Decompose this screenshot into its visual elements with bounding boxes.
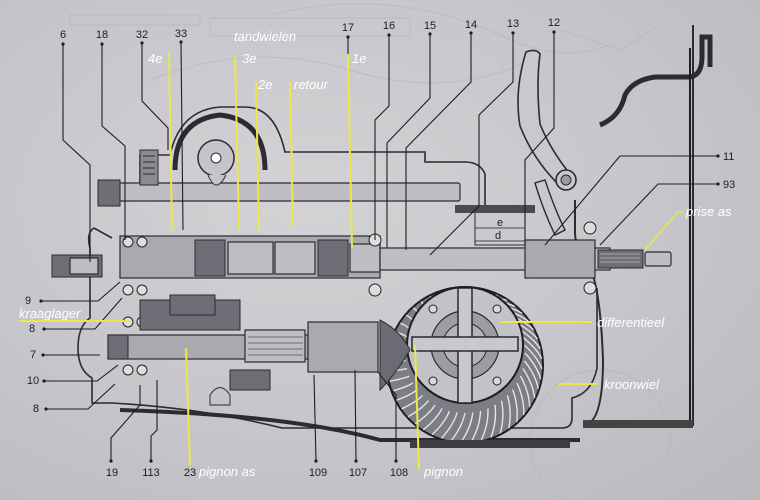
part-number-33: 33	[175, 28, 187, 40]
part-number-14: 14	[465, 19, 477, 31]
part-number-11: 11	[723, 151, 734, 163]
label-kroonwiel: kroonwiel	[604, 377, 660, 392]
part-number-7: 7	[30, 349, 36, 361]
label-gear-3: 3e	[242, 51, 256, 66]
label-gear-2: 2e	[257, 77, 272, 92]
crown-wheel-tooth	[407, 400, 430, 418]
part-number-32: 32	[136, 29, 148, 41]
clutch-fork-lever	[517, 49, 577, 236]
part-number-23: 23	[184, 467, 196, 479]
part-number-15: 15	[424, 20, 436, 32]
part-number-18: 18	[96, 29, 108, 41]
label-pignon-as: pignon as	[198, 464, 256, 479]
part-number-16: 16	[383, 20, 395, 32]
annotation-callouts: tandwielen 4e 3e 2e retour 1e prise as k…	[19, 29, 732, 479]
crown-wheel-tooth	[523, 360, 539, 389]
crown-wheel-tooth	[480, 408, 489, 441]
part-number-113: 113	[142, 467, 160, 479]
part-number-17: 17	[342, 22, 354, 34]
label-gear-reverse: retour	[294, 77, 329, 92]
crown-wheel-tooth	[460, 412, 474, 443]
part-number-8b: 8	[33, 403, 39, 415]
bearings	[122, 221, 597, 376]
crown-wheel-tooth	[450, 412, 466, 442]
part-number-107: 107	[349, 467, 367, 479]
label-kraaglager: kraaglager	[19, 306, 81, 321]
part-number-9: 9	[25, 295, 31, 307]
part-number-13: 13	[507, 18, 519, 30]
crown-wheel-tooth	[511, 389, 518, 423]
crown-wheel-tooth	[522, 368, 536, 399]
crown-wheel-tooth	[519, 375, 531, 407]
crown-wheel-tooth	[499, 400, 504, 434]
dimension-d: d	[495, 230, 501, 242]
crown-wheel-tooth	[516, 382, 525, 415]
label-gear-4: 4e	[148, 51, 162, 66]
label-prise-as: prise as	[685, 204, 732, 219]
label-tandwielen: tandwielen	[234, 29, 296, 44]
crown-wheel-tooth	[440, 412, 458, 439]
part-number-109: 109	[309, 467, 327, 479]
part-number-19: 19	[106, 467, 118, 479]
crown-wheel-tooth	[524, 352, 542, 379]
crown-wheel-tooth	[522, 336, 543, 360]
dimension-e: e	[497, 217, 503, 229]
part-number-108: 108	[390, 467, 408, 479]
crown-wheel-tooth	[392, 382, 414, 392]
crown-wheel-tooth	[520, 329, 541, 350]
part-number-12: 12	[548, 17, 560, 29]
crown-wheel-tooth	[524, 344, 543, 370]
label-gear-1: 1e	[352, 51, 366, 66]
crown-wheel-tooth	[401, 394, 424, 410]
crown-wheel-tooth	[422, 408, 443, 431]
part-number-93: 93	[723, 179, 735, 191]
part-number-6: 6	[60, 29, 66, 41]
pinion-gear	[379, 319, 411, 392]
crown-wheel-tooth	[490, 404, 497, 438]
label-pignon: pignon	[423, 464, 463, 479]
label-differentieel: differentieel	[597, 315, 665, 330]
main-shaft-assembly: e d	[51, 205, 672, 376]
part-number-10: 10	[27, 375, 39, 387]
part-number-callouts: 6 18 32 33 17 16 15 14 13 12 11	[25, 17, 735, 479]
pinion-shaft-assembly	[107, 294, 379, 406]
crown-wheel-tooth	[389, 375, 410, 382]
crown-wheel-tooth	[470, 410, 482, 443]
differential	[411, 287, 519, 404]
crown-wheel-tooth	[506, 395, 511, 429]
part-number-8a: 8	[29, 323, 35, 335]
crown-wheel-tooth	[431, 410, 451, 436]
